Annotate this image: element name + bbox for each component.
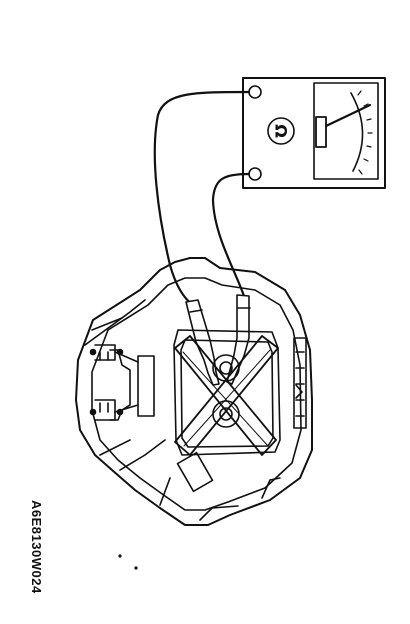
ohm-symbol: Ω <box>272 124 291 138</box>
meter-display <box>313 82 379 180</box>
meter-scale-arc <box>350 92 364 172</box>
connector-block <box>89 344 155 421</box>
terminal-2 <box>212 400 240 428</box>
meter-body <box>242 77 386 189</box>
test-lead-2 <box>211 172 251 298</box>
meter-terminal-bottom <box>248 167 262 181</box>
ohmmeter <box>242 77 386 189</box>
test-leads <box>153 90 251 307</box>
meter-pivot <box>315 116 327 148</box>
test-lead-1 <box>153 90 251 307</box>
steering-wheel-hub <box>75 257 313 526</box>
center-plate <box>173 329 281 456</box>
x-bracket <box>174 335 279 456</box>
hub-inner-rim <box>91 277 302 511</box>
meter-probes <box>185 294 251 386</box>
probe-2 <box>226 294 250 385</box>
terminal-1 <box>212 354 240 382</box>
probe-1 <box>185 299 220 386</box>
hub-outer-outline <box>75 257 313 526</box>
figure-code-label: A6E8130W024 <box>29 500 44 594</box>
meter-terminal-top <box>248 85 262 99</box>
meter-needle <box>324 103 372 128</box>
ohm-icon <box>267 117 295 145</box>
